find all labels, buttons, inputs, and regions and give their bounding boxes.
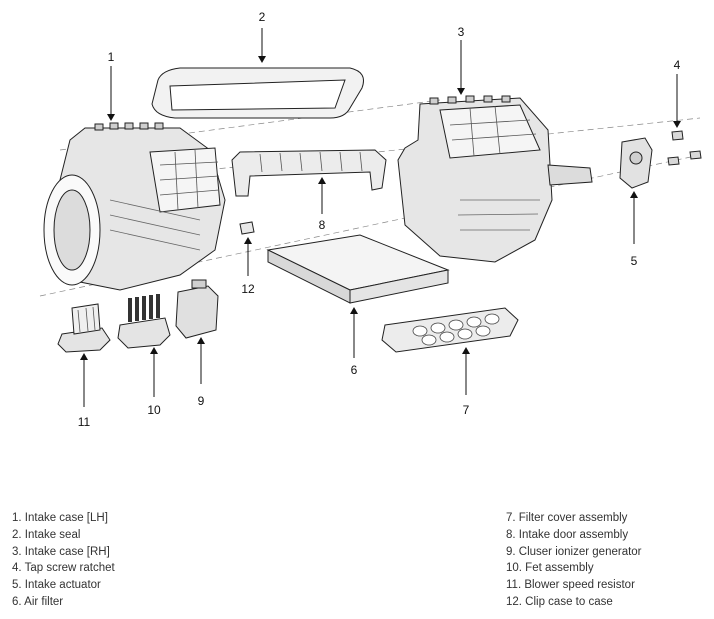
callout-10: 10: [147, 403, 161, 417]
callout-8: 8: [319, 218, 326, 232]
legend-item: 3. Intake case [RH]: [12, 545, 110, 558]
callout-1: 1: [108, 50, 115, 64]
legend-item: 11. Blower speed resistor: [506, 579, 635, 592]
callout-7: 7: [463, 403, 470, 417]
intake-door-assembly-part: [231, 149, 387, 197]
callout-4: 4: [674, 58, 681, 72]
legend-item: 6. Air filter: [12, 595, 64, 608]
tap-screw-ratchet-part: [667, 130, 702, 166]
legend-item: 8. Intake door assembly: [506, 528, 629, 541]
intake-case-lh-part: [43, 122, 226, 291]
legend-item: 10. Fet assembly: [506, 562, 594, 575]
intake-actuator-part: [619, 137, 653, 189]
callout-12: 12: [241, 282, 255, 296]
ionizer-generator-part: [175, 279, 219, 339]
clip-part: [239, 221, 255, 235]
callout-5: 5: [631, 254, 638, 268]
legend-item: 1. Intake case [LH]: [12, 512, 108, 524]
parts-legend-right: 7. Filter cover assembly 8. Intake door …: [506, 510, 642, 611]
callout-numbers: 1 2 3 4 5 6 7 8 9 10 11 12: [78, 10, 681, 429]
intake-seal-part: [151, 67, 364, 119]
callout-9: 9: [198, 394, 205, 408]
exploded-parts-diagram: 1 2 3 4 5 6 7 8 9 10 11 12: [39, 10, 702, 429]
legend-item: 7. Filter cover assembly: [506, 512, 628, 524]
filter-cover-assembly-part: [381, 307, 519, 353]
legend-item: 5. Intake actuator: [12, 579, 101, 592]
legend-item: 2. Intake seal: [12, 528, 81, 541]
legend-item: 9. Cluser ionizer generator: [506, 545, 642, 558]
callout-3: 3: [458, 25, 465, 39]
callout-2: 2: [259, 10, 266, 24]
intake-case-rh-part: [397, 95, 593, 263]
legend-item: 12. Clip case to case: [506, 595, 613, 608]
blower-speed-resistor-part: [57, 303, 111, 353]
callout-11: 11: [78, 415, 91, 429]
callout-6: 6: [351, 363, 358, 377]
air-filter-part: [266, 234, 450, 304]
leader-arrows: [80, 28, 681, 407]
fet-assembly-part: [117, 294, 171, 349]
legend-item: 4. Tap screw ratchet: [12, 562, 115, 575]
parts-legend-left: 1. Intake case [LH] 2. Intake seal 3. In…: [12, 510, 115, 611]
